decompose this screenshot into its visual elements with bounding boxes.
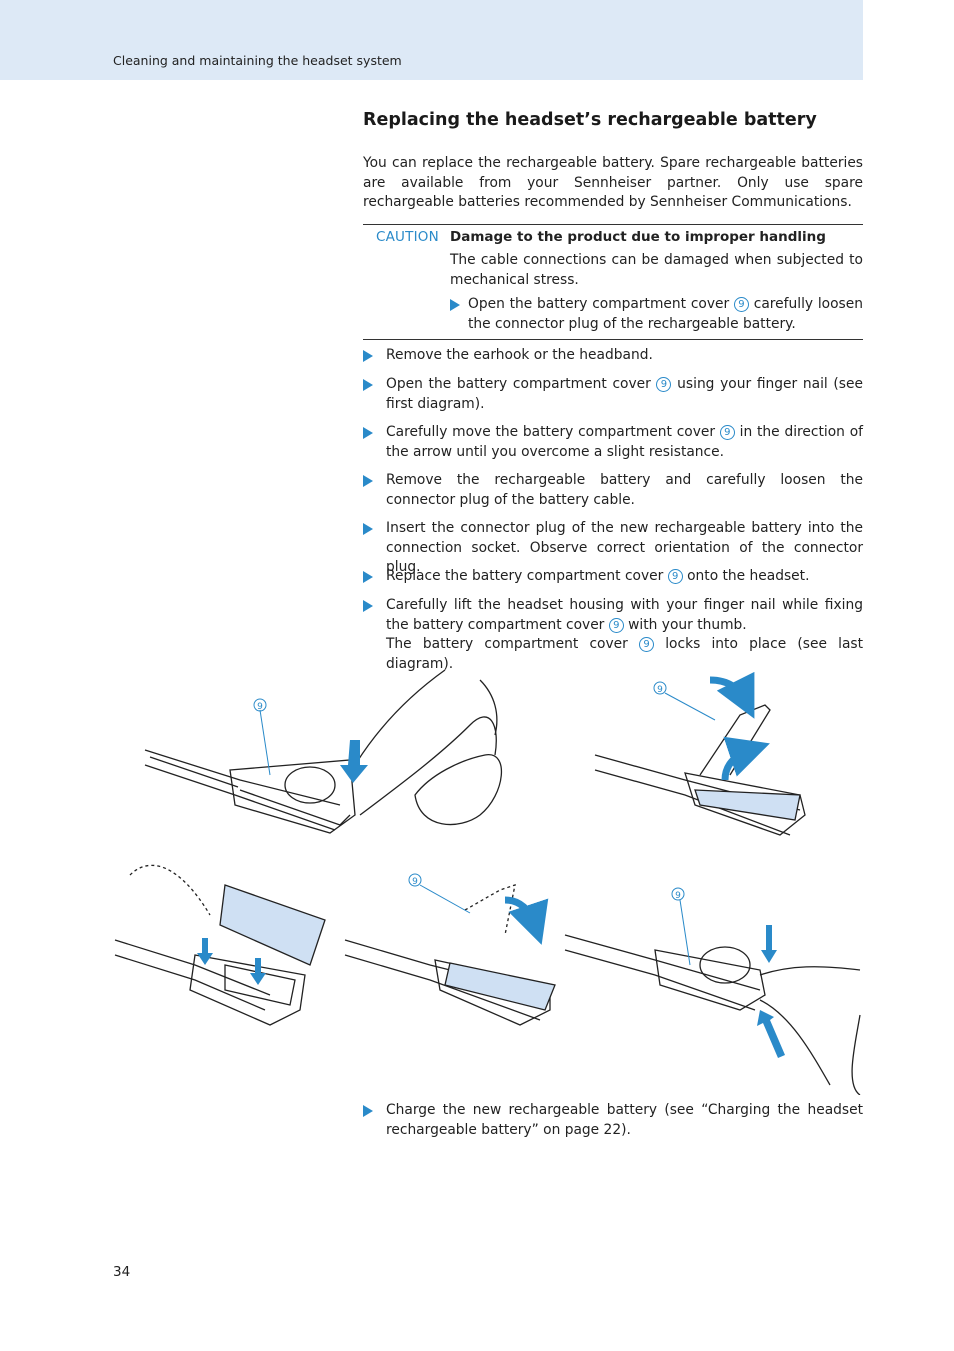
step-arrow-icon <box>363 600 373 612</box>
diagram-1 <box>144 669 503 834</box>
caution-step: Open the battery compartment cover 9 car… <box>450 295 863 334</box>
caution-box: CAUTION Damage to the product due to imp… <box>363 224 863 340</box>
diagram-4 <box>344 884 556 1026</box>
section-header: Cleaning and maintaining the headset sys… <box>113 53 402 68</box>
svg-text:9: 9 <box>412 877 418 887</box>
diagram-3 <box>114 864 326 1026</box>
page-number: 34 <box>113 1264 131 1280</box>
callout-9-icon: 9 <box>656 377 672 392</box>
callout-9-icon: 9 <box>667 569 683 584</box>
step-arrow-icon <box>363 1105 373 1117</box>
callout-9-icon: 9 <box>733 297 749 312</box>
step-3: Carefully move the battery compartment c… <box>363 423 863 462</box>
caution-label: CAUTION <box>376 229 439 245</box>
step-arrow-icon <box>363 475 373 487</box>
final-step: Charge the new rechargeable battery (see… <box>363 1101 863 1140</box>
callout-9-icon: 9 <box>608 617 624 633</box>
diagram-5 <box>564 934 861 1095</box>
header-band <box>0 0 863 80</box>
step-arrow-icon <box>363 427 373 439</box>
caution-body: The cable connections can be damaged whe… <box>450 252 863 288</box>
step-arrow-icon <box>363 350 373 362</box>
svg-text:9: 9 <box>657 685 663 695</box>
svg-text:9: 9 <box>675 891 681 901</box>
diagram-2 <box>594 704 806 836</box>
step-6: Replace the battery compartment cover 9 … <box>363 567 863 587</box>
step-4: Remove the rechargeable battery and care… <box>363 471 863 510</box>
page-title: Replacing the headset’s rechargeable bat… <box>363 110 817 130</box>
battery-replacement-diagrams: 9 9 <box>114 669 861 1095</box>
step-arrow-icon <box>363 523 373 535</box>
callout-9-icon: 9 <box>639 637 655 652</box>
step-7: Carefully lift the headset housing with … <box>363 596 863 674</box>
callout-9-icon: 9 <box>719 425 735 440</box>
svg-text:9: 9 <box>257 702 263 712</box>
step-arrow-icon <box>363 379 373 391</box>
step-arrow-icon <box>450 299 460 311</box>
caution-heading: Damage to the product due to improper ha… <box>450 229 826 245</box>
step-2: Open the battery compartment cover 9 usi… <box>363 375 863 414</box>
intro-paragraph: You can replace the rechargeable battery… <box>363 155 863 210</box>
step-1: Remove the earhook or the headband. <box>363 346 863 366</box>
step-5: Insert the connector plug of the new rec… <box>363 519 863 578</box>
step-arrow-icon <box>363 571 373 583</box>
